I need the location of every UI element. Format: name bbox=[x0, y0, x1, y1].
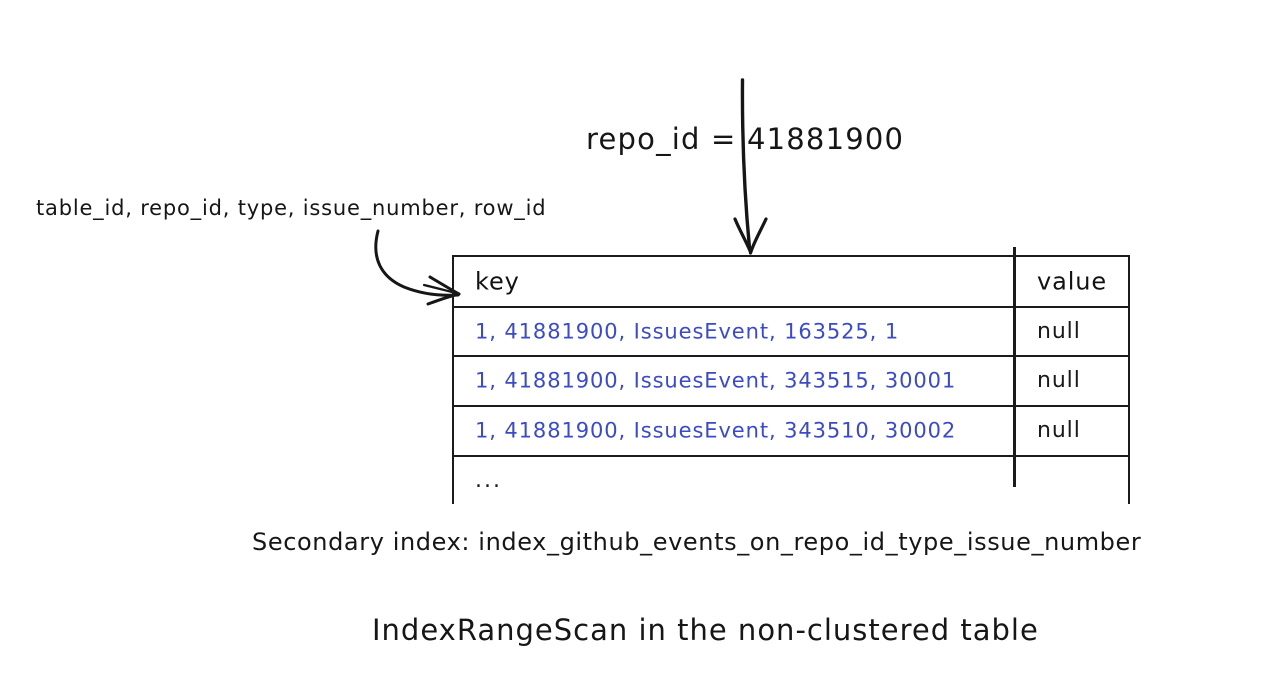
column-header-key: key bbox=[475, 266, 520, 295]
secondary-index-caption-text: Secondary index: index_github_events_on_… bbox=[252, 528, 1142, 556]
index-columns-text: table_id, repo_id, type, issue_number, r… bbox=[36, 196, 547, 220]
row-key-cell: 1, 41881900, IssuesEvent, 343515, 30001 bbox=[475, 368, 957, 393]
diagram-title-text: IndexRangeScan in the non-clustered tabl… bbox=[372, 613, 1039, 647]
row-value-cell: null bbox=[1037, 418, 1081, 443]
row-key-cell: ... bbox=[475, 467, 502, 493]
table-header-row: key value bbox=[452, 255, 1130, 306]
table-row: 1, 41881900, IssuesEvent, 343510, 30002 … bbox=[452, 405, 1130, 455]
index-columns-annotation: table_id, repo_id, type, issue_number, r… bbox=[36, 196, 546, 220]
table-row-ellipsis: ... bbox=[452, 455, 1130, 504]
row-value-cell: null bbox=[1037, 368, 1081, 393]
row-key-cell: 1, 41881900, IssuesEvent, 343510, 30002 bbox=[475, 418, 957, 443]
row-value-cell: null bbox=[1037, 318, 1081, 344]
columns-arrow-icon bbox=[374, 229, 461, 306]
filter-expression-label: repo_id = 41881900 bbox=[586, 122, 904, 156]
secondary-index-caption: Secondary index: index_github_events_on_… bbox=[252, 528, 1141, 556]
index-kv-table: key value 1, 41881900, IssuesEvent, 1635… bbox=[452, 247, 1130, 504]
table-row: 1, 41881900, IssuesEvent, 343515, 30001 … bbox=[452, 355, 1130, 405]
key-value-column-divider bbox=[1013, 247, 1016, 487]
table-row: 1, 41881900, IssuesEvent, 163525, 1 null bbox=[452, 306, 1130, 355]
filter-arrow-icon bbox=[733, 78, 768, 255]
filter-expression-text: repo_id = 41881900 bbox=[586, 122, 905, 156]
diagram-title: IndexRangeScan in the non-clustered tabl… bbox=[372, 613, 1039, 647]
row-key-cell: 1, 41881900, IssuesEvent, 163525, 1 bbox=[475, 319, 900, 344]
column-header-value: value bbox=[1037, 266, 1108, 295]
